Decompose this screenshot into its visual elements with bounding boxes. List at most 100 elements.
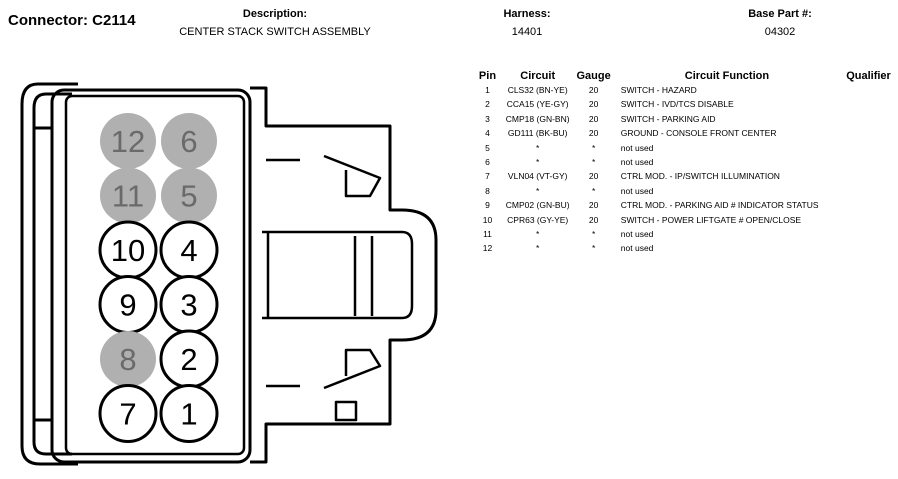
cavity-circle: [98, 384, 158, 443]
col-pin: Pin: [478, 69, 497, 82]
cell-circuit: *: [536, 157, 540, 168]
cell-function: not used: [620, 157, 654, 168]
cavity-label: 7: [119, 397, 136, 432]
cavity-label: 11: [112, 179, 144, 214]
cell-pin: 12: [482, 243, 493, 254]
cell-gauge: 20: [588, 113, 599, 124]
cell-function: not used: [620, 142, 654, 153]
cell-function: SWITCH - HAZARD: [620, 85, 697, 95]
cavity-label: 3: [180, 288, 197, 323]
pinout-table-header: Pin Circuit Gauge Circuit Function Quali…: [472, 68, 898, 83]
cavity-circle: [100, 113, 156, 169]
cell-gauge: *: [591, 185, 596, 196]
cell-circuit: VLN04 (VT-GY): [507, 171, 568, 182]
cell-qualifier: [839, 83, 898, 97]
cavity-block: [64, 94, 246, 456]
cell-qualifier: [839, 227, 898, 241]
table-row: 3 CMP18 (GN-BN) 20 SWITCH - PARKING AID: [472, 112, 898, 126]
cell-qualifier: [839, 241, 898, 255]
cell-pin: 11: [483, 229, 492, 240]
cavity-2: 2: [159, 329, 219, 389]
cell-circuit: CLS32 (BN-YE): [507, 85, 568, 95]
cell-qualifier: [839, 155, 898, 169]
connector-latch: [250, 86, 438, 464]
cell-circuit: CPR63 (GY-YE): [507, 214, 569, 225]
pinout-table: Pin Circuit Gauge Circuit Function Quali…: [472, 68, 898, 256]
cell-gauge: 20: [588, 99, 599, 110]
cell-function: not used: [620, 229, 654, 240]
cell-function: SWITCH - PARKING AID: [620, 113, 716, 124]
cell-gauge: 20: [588, 214, 599, 225]
cell-circuit: *: [536, 142, 540, 153]
cavity-circle: [161, 167, 217, 224]
cavity-label: 12: [111, 124, 145, 159]
connector-lock-tab-inner: [32, 92, 72, 456]
cell-pin: 7: [485, 171, 490, 182]
cavity-11: 11: [100, 167, 156, 224]
cell-qualifier: [839, 112, 898, 126]
cavity-label: 4: [180, 233, 197, 268]
cell-function: not used: [620, 243, 654, 254]
cell-circuit: CMP18 (GN-BN): [505, 113, 570, 124]
cavity-label: 5: [180, 179, 197, 214]
cell-pin: 2: [485, 99, 490, 110]
connector-lock-tab: [20, 82, 78, 466]
cell-qualifier: [839, 141, 898, 155]
col-qualifier: Qualifier: [846, 69, 891, 82]
cell-function: GROUND - CONSOLE FRONT CENTER: [620, 128, 777, 139]
cell-pin: 5: [485, 142, 490, 153]
harness-value: 14401: [511, 26, 543, 38]
cavity-circle: [100, 167, 156, 224]
cavity-circle: [100, 331, 156, 387]
cell-gauge: *: [591, 157, 596, 168]
cell-pin: 8: [485, 185, 490, 196]
cell-pin: 3: [485, 113, 490, 124]
cell-gauge: *: [591, 142, 596, 153]
cell-qualifier: [839, 213, 898, 227]
base-part-label: Base Part #:: [748, 8, 812, 20]
cell-function: CTRL MOD. - IP/SWITCH ILLUMINATION: [620, 171, 780, 182]
cavity-8: 8: [100, 331, 156, 387]
cavity-label: 8: [119, 342, 136, 377]
cavity-label: 2: [180, 342, 197, 377]
cell-gauge: 20: [588, 171, 599, 182]
cell-qualifier: [839, 169, 898, 183]
table-row: 5 * * not used: [472, 141, 898, 155]
description-label: Description:: [242, 8, 308, 20]
cavity-label: 9: [119, 288, 136, 323]
cell-gauge: 20: [588, 128, 599, 139]
cavity-4: 4: [159, 220, 219, 280]
base-part-value: 04302: [764, 26, 796, 38]
cavity-1: 1: [159, 384, 219, 443]
cell-function: CTRL MOD. - PARKING AID # INDICATOR STAT…: [620, 200, 819, 211]
cell-circuit: GD111 (BK-BU): [507, 128, 568, 139]
cavity-5: 5: [161, 167, 217, 224]
cavity-circle: [161, 113, 217, 169]
cavity-circle: [159, 384, 219, 443]
table-row: 7 VLN04 (VT-GY) 20 CTRL MOD. - IP/SWITCH IL…: [472, 169, 898, 183]
cell-function: SWITCH - IVD/TCS DISABLE: [620, 99, 734, 110]
cell-function: not used: [620, 185, 654, 196]
cavity-10: 10: [98, 220, 158, 280]
table-row: 8 * * not used: [472, 184, 898, 198]
cell-pin: 10: [482, 214, 493, 225]
connector-housing: [50, 88, 252, 464]
table-row: 11**not used: [472, 227, 898, 241]
description-value: CENTER STACK SWITCH ASSEMBLY: [179, 26, 371, 38]
cell-qualifier: [839, 126, 898, 140]
cell-gauge: 20: [588, 200, 599, 211]
cavity-9: 9: [98, 275, 158, 334]
cell-gauge: 20: [588, 85, 599, 95]
harness-label: Harness:: [503, 8, 551, 20]
cell-gauge: *: [591, 229, 596, 240]
cavity-12: 12: [100, 113, 156, 169]
cell-circuit: *: [536, 185, 540, 196]
connector-title: Connector: C2114: [8, 12, 136, 29]
cell-pin: 9: [485, 200, 490, 211]
cavity-7: 7: [98, 384, 158, 443]
